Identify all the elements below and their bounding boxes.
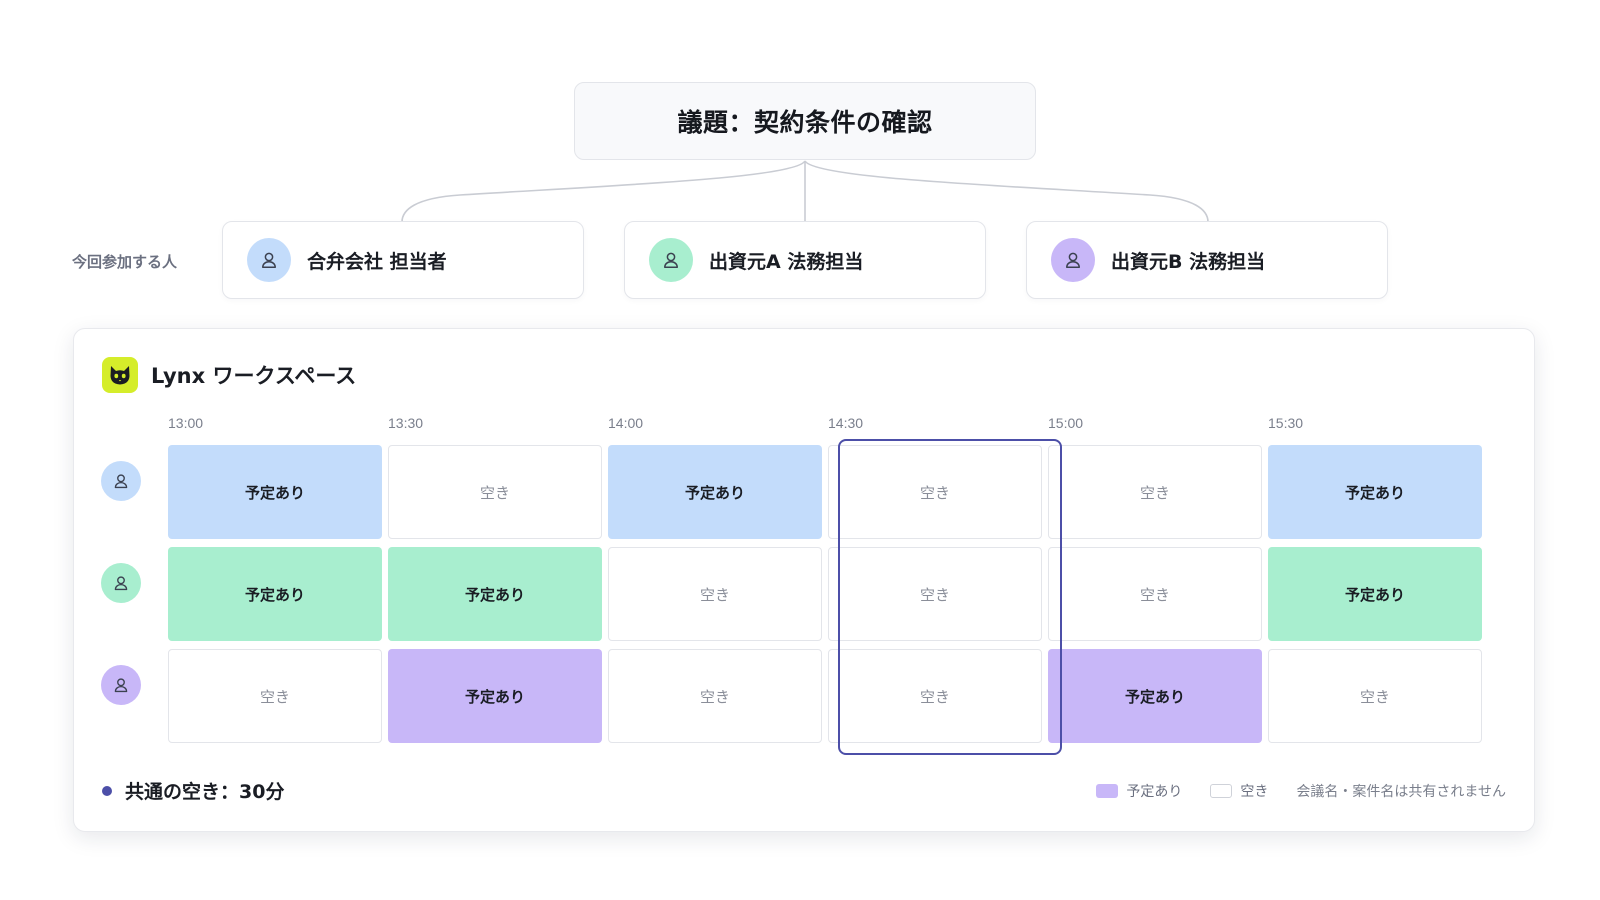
slot-busy[interactable]: 予定あり	[1268, 445, 1482, 539]
slot-free[interactable]: 空き	[1048, 445, 1262, 539]
legend-busy-label: 予定あり	[1126, 784, 1183, 800]
participant-name: 出資元B 法務担当	[1111, 250, 1266, 273]
user-icon	[1051, 238, 1095, 282]
slot-busy[interactable]: 予定あり	[388, 649, 602, 743]
legend-free-label: 空き	[1240, 784, 1269, 800]
slot-free[interactable]: 空き	[828, 445, 1042, 539]
user-icon	[101, 563, 141, 603]
lynx-cat-icon	[102, 357, 138, 393]
workspace-panel: Lynx ワークスペース 13:00 13:30 14:00 14:30 15:…	[73, 328, 1535, 832]
participant-name: 出資元A 法務担当	[709, 250, 864, 273]
participant-card-investor-b[interactable]: 出資元B 法務担当	[1026, 221, 1388, 299]
busy-swatch-icon	[1096, 784, 1119, 798]
time-label: 15:00	[1048, 415, 1084, 431]
time-label: 15:30	[1268, 415, 1304, 431]
legend-item-busy: 予定あり	[1096, 781, 1182, 801]
time-label: 14:00	[608, 415, 644, 431]
workspace-header: Lynx ワークスペース	[102, 357, 356, 393]
privacy-note: 会議名・案件名は共有されません	[1296, 784, 1506, 800]
common-free-summary: 共通の空き：30分	[102, 777, 284, 804]
slot-free[interactable]: 空き	[1268, 649, 1482, 743]
slot-busy[interactable]: 予定あり	[1268, 547, 1482, 641]
participant-card-jv[interactable]: 合弁会社 担当者	[222, 221, 584, 299]
slot-busy[interactable]: 予定あり	[608, 445, 822, 539]
status-dot-icon	[102, 785, 112, 796]
common-free-text: 共通の空き：30分	[125, 781, 285, 803]
slot-busy[interactable]: 予定あり	[168, 445, 382, 539]
slot-busy[interactable]: 予定あり	[168, 547, 382, 641]
user-icon	[649, 238, 693, 282]
time-label: 14:30	[828, 415, 864, 431]
slot-free[interactable]: 空き	[828, 547, 1042, 641]
slot-free[interactable]: 空き	[608, 547, 822, 641]
user-icon	[247, 238, 291, 282]
user-icon	[101, 665, 141, 705]
user-icon	[101, 461, 141, 501]
agenda-title: 議題：契約条件の確認	[574, 82, 1036, 160]
slot-free[interactable]: 空き	[168, 649, 382, 743]
slot-free[interactable]: 空き	[608, 649, 822, 743]
time-label: 13:00	[168, 415, 204, 431]
slot-busy[interactable]: 予定あり	[1048, 649, 1262, 743]
legend-item-free: 空き	[1210, 781, 1268, 801]
workspace-title: Lynx ワークスペース	[151, 364, 357, 388]
time-label: 13:30	[388, 415, 424, 431]
participants-label: 今回参加する人	[72, 253, 178, 271]
participant-card-investor-a[interactable]: 出資元A 法務担当	[624, 221, 986, 299]
slot-free[interactable]: 空き	[828, 649, 1042, 743]
slot-free[interactable]: 空き	[388, 445, 602, 539]
slot-busy[interactable]: 予定あり	[388, 547, 602, 641]
legend: 予定あり 空き 会議名・案件名は共有されません	[1096, 781, 1506, 801]
slot-free[interactable]: 空き	[1048, 547, 1262, 641]
free-swatch-icon	[1210, 784, 1233, 798]
participant-name: 合弁会社 担当者	[307, 250, 447, 273]
